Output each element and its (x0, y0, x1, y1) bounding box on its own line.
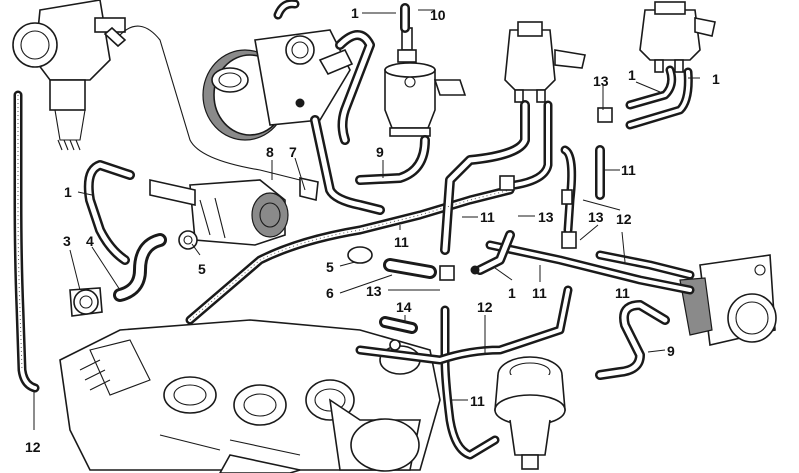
callout-9: 9 (376, 144, 384, 160)
callout-11: 11 (394, 234, 409, 250)
callout-8: 8 (266, 144, 274, 160)
callout-7: 7 (289, 144, 297, 160)
callout-13: 13 (366, 283, 382, 299)
vacuum-switch-right (639, 1, 716, 73)
callout-12: 12 (477, 299, 493, 315)
throttle-body (202, 29, 354, 141)
callout-4: 4 (86, 233, 94, 249)
callout-3: 3 (63, 233, 71, 249)
vacuum-switch-center-right (504, 21, 586, 103)
callout-12: 12 (616, 211, 632, 227)
callout-6: 6 (326, 285, 334, 301)
leader-lines (33, 9, 700, 430)
callout-labels: 1 10 13 1 1 11 8 7 9 1 11 13 13 12 3 4 5… (25, 5, 720, 455)
callout-11: 11 (621, 162, 636, 178)
intake-manifold (59, 319, 441, 473)
callout-1: 1 (508, 285, 516, 301)
vacuum-switch-10 (384, 27, 467, 137)
callout-11: 11 (480, 209, 495, 225)
vacuum-actuator (679, 254, 777, 346)
callout-11: 11 (470, 393, 485, 409)
callout-1: 1 (712, 71, 720, 87)
callout-5: 5 (198, 261, 206, 277)
callout-11: 11 (532, 285, 547, 301)
distributor (12, 0, 127, 151)
callout-12: 12 (25, 439, 41, 455)
callout-10: 10 (430, 7, 446, 23)
fittings (69, 107, 613, 317)
vacuum-valve (494, 356, 566, 470)
callout-5: 5 (326, 259, 334, 275)
callout-1: 1 (351, 5, 359, 21)
hose-network (13, 0, 695, 460)
control-valve (149, 179, 289, 246)
callout-13: 13 (593, 73, 609, 89)
callout-11: 11 (615, 285, 630, 301)
callout-9: 9 (667, 343, 675, 359)
callout-14: 14 (396, 299, 412, 315)
callout-13: 13 (538, 209, 554, 225)
callout-1: 1 (64, 184, 72, 200)
callout-13: 13 (588, 209, 604, 225)
callout-1: 1 (628, 67, 636, 83)
